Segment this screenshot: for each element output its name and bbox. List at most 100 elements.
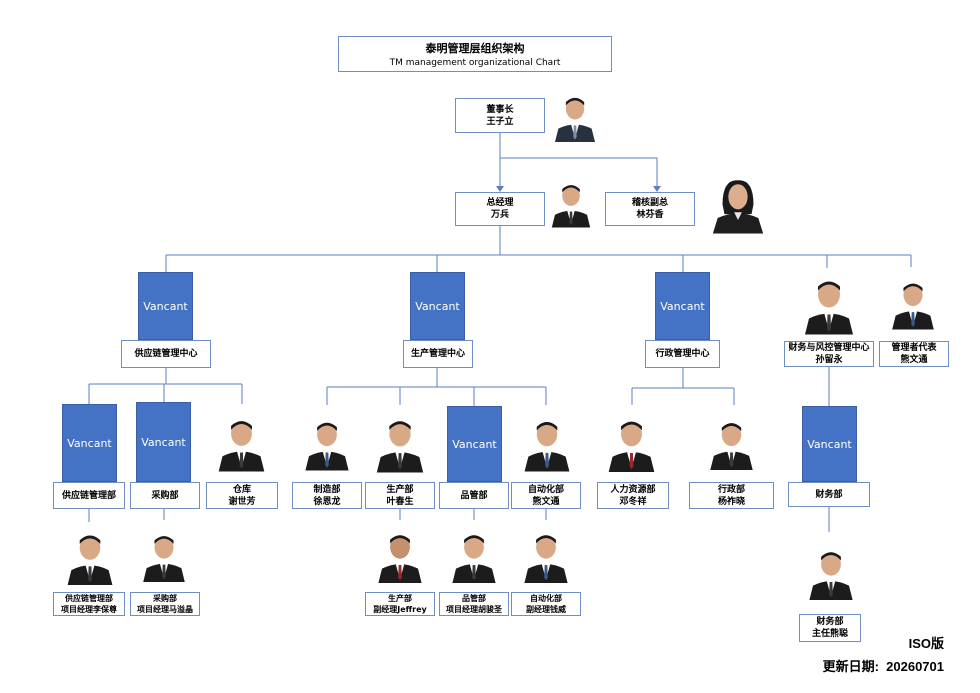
chart-title-en: TM management organizational Chart xyxy=(389,58,561,68)
production-dept-role: 生产部 xyxy=(386,484,414,495)
arrow-gm xyxy=(496,186,504,192)
production-dept-photo xyxy=(371,405,429,482)
finance-dept-vacant: Vancant xyxy=(802,406,857,482)
admin-dept-photo xyxy=(705,405,758,482)
automation-dept-role: 自动化部 xyxy=(527,484,564,495)
automation-vm-box: 自动化部 副经理钱威 xyxy=(511,592,581,616)
connector-gm-centers xyxy=(165,226,912,272)
production-vm-photo xyxy=(373,520,427,592)
quality-pm-role: 品管部 xyxy=(462,594,486,603)
production-dept-name: 叶春生 xyxy=(386,496,414,507)
audit-vp-name: 林芬香 xyxy=(636,210,664,220)
supply-dept-name: 供应链管理部 xyxy=(61,490,116,501)
manufacturing-dept-photo xyxy=(300,405,354,482)
purchasing-pm-box: 采购部 项目经理马溢晶 xyxy=(130,592,200,616)
quality-pm-box: 品管部 项目经理胡骏圣 xyxy=(439,592,509,616)
production-vm-role: 生产部 xyxy=(388,594,412,603)
admin-center-name: 行政管理中心 xyxy=(655,349,710,359)
finance-center-name: 孙留永 xyxy=(815,355,843,365)
production-center-box: 生产管理中心 xyxy=(403,340,473,368)
supply-pm-box: 供应链管理部 项目经理李保尊 xyxy=(53,592,125,616)
production-vm-box: 生产部 副经理Jeffrey xyxy=(365,592,435,616)
management-rep-role: 管理者代表 xyxy=(891,343,937,353)
automation-vm-photo xyxy=(519,520,573,592)
quality-dept-vacant: Vancant xyxy=(447,406,502,482)
supply-dept-vacant: Vancant xyxy=(62,404,117,482)
automation-dept-photo xyxy=(519,405,575,482)
warehouse-name: 谢世芳 xyxy=(228,496,256,507)
finance-dept-name: 财务部 xyxy=(815,489,843,500)
supply-pm-role: 供应链管理部 xyxy=(65,594,113,603)
finance-center-photo xyxy=(799,268,859,341)
warehouse-photo xyxy=(213,404,270,482)
connector-production-depts xyxy=(326,368,547,406)
update-date-label: 更新日期: xyxy=(822,659,879,674)
general-manager-box: 总经理 万兵 xyxy=(455,192,545,226)
chart-title-cn: 泰明管理层组织架构 xyxy=(425,42,525,55)
automation-dept-box: 自动化部 熊文通 xyxy=(511,482,581,509)
automation-dept-name: 熊文通 xyxy=(532,496,560,507)
hr-dept-box: 人力资源部 邓冬祥 xyxy=(597,482,669,509)
purchasing-dept-name: 采购部 xyxy=(151,490,179,501)
automation-vm-name: 副经理钱威 xyxy=(526,605,566,614)
quality-pm-name: 项目经理胡骏圣 xyxy=(446,605,502,614)
admin-center-box: 行政管理中心 xyxy=(645,340,720,368)
supply-center-box: 供应链管理中心 xyxy=(121,340,211,368)
finance-director-photo xyxy=(804,532,858,614)
finance-director-role: 财务部 xyxy=(816,617,844,627)
purchasing-dept-box: 采购部 xyxy=(130,482,200,509)
production-center-vacant: Vancant xyxy=(410,272,465,340)
admin-dept-role: 行政部 xyxy=(717,484,745,495)
audit-vp-role: 稽核副总 xyxy=(631,198,668,208)
quality-pm-photo xyxy=(447,520,501,592)
quality-dept-name: 品管部 xyxy=(460,490,488,501)
supply-center-vacant: Vancant xyxy=(138,272,193,340)
supply-pm-name: 项目经理李保尊 xyxy=(61,605,117,614)
audit-vp-photo xyxy=(709,174,767,235)
manufacturing-dept-role: 制造部 xyxy=(313,484,341,495)
quality-dept-box: 品管部 xyxy=(439,482,509,509)
manufacturing-dept-name: 徐恩龙 xyxy=(313,496,341,507)
chairman-photo xyxy=(550,88,600,146)
management-rep-box: 管理者代表 熊文通 xyxy=(879,341,949,367)
supply-dept-box: 供应链管理部 xyxy=(53,482,125,509)
connector-chairman-audit xyxy=(500,157,658,190)
hr-dept-name: 邓冬祥 xyxy=(619,496,647,507)
hr-dept-role: 人力资源部 xyxy=(610,484,656,495)
warehouse-box: 仓库 谢世芳 xyxy=(206,482,278,509)
general-manager-name: 万兵 xyxy=(490,210,509,220)
general-manager-role: 总经理 xyxy=(486,198,514,208)
general-manager-photo xyxy=(547,172,595,235)
finance-director-box: 财务部 主任熊聪 xyxy=(799,614,861,642)
production-dept-box: 生产部 叶春生 xyxy=(365,482,435,509)
audit-vp-box: 稽核副总 林芬香 xyxy=(605,192,695,226)
manufacturing-dept-box: 制造部 徐恩龙 xyxy=(292,482,362,509)
chairman-role: 董事长 xyxy=(486,104,514,115)
admin-dept-name: 杨祚晓 xyxy=(717,496,745,507)
arrow-audit xyxy=(653,186,661,192)
purchasing-dept-vacant: Vancant xyxy=(136,402,191,482)
connector-admin-depts xyxy=(631,368,735,406)
connector-supply-depts xyxy=(88,368,243,404)
finance-center-role: 财务与风控管理中心 xyxy=(788,343,870,353)
purchasing-pm-name: 项目经理马溢晶 xyxy=(137,605,193,614)
production-vm-name: 副经理Jeffrey xyxy=(373,605,427,614)
hr-dept-photo xyxy=(603,405,660,482)
supply-center-name: 供应链管理中心 xyxy=(134,349,198,359)
purchasing-pm-photo xyxy=(138,520,190,592)
automation-vm-role: 自动化部 xyxy=(530,594,562,603)
production-center-name: 生产管理中心 xyxy=(410,349,465,359)
purchasing-pm-role: 采购部 xyxy=(153,594,177,603)
admin-dept-box: 行政部 杨祚晓 xyxy=(689,482,774,509)
admin-center-vacant: Vancant xyxy=(655,272,710,340)
finance-center-box: 财务与风控管理中心 孙留永 xyxy=(784,341,874,367)
version-label: ISO版 xyxy=(908,636,944,651)
chart-title: 泰明管理层组织架构 TM management organizational C… xyxy=(338,36,612,72)
chairman-box: 董事长 王子立 xyxy=(455,98,545,133)
supply-pm-photo xyxy=(62,522,118,592)
finance-dept-box: 财务部 xyxy=(788,482,870,507)
update-date-value: 20260701 xyxy=(886,659,944,674)
management-rep-photo xyxy=(887,267,939,340)
warehouse-role: 仓库 xyxy=(232,484,251,495)
